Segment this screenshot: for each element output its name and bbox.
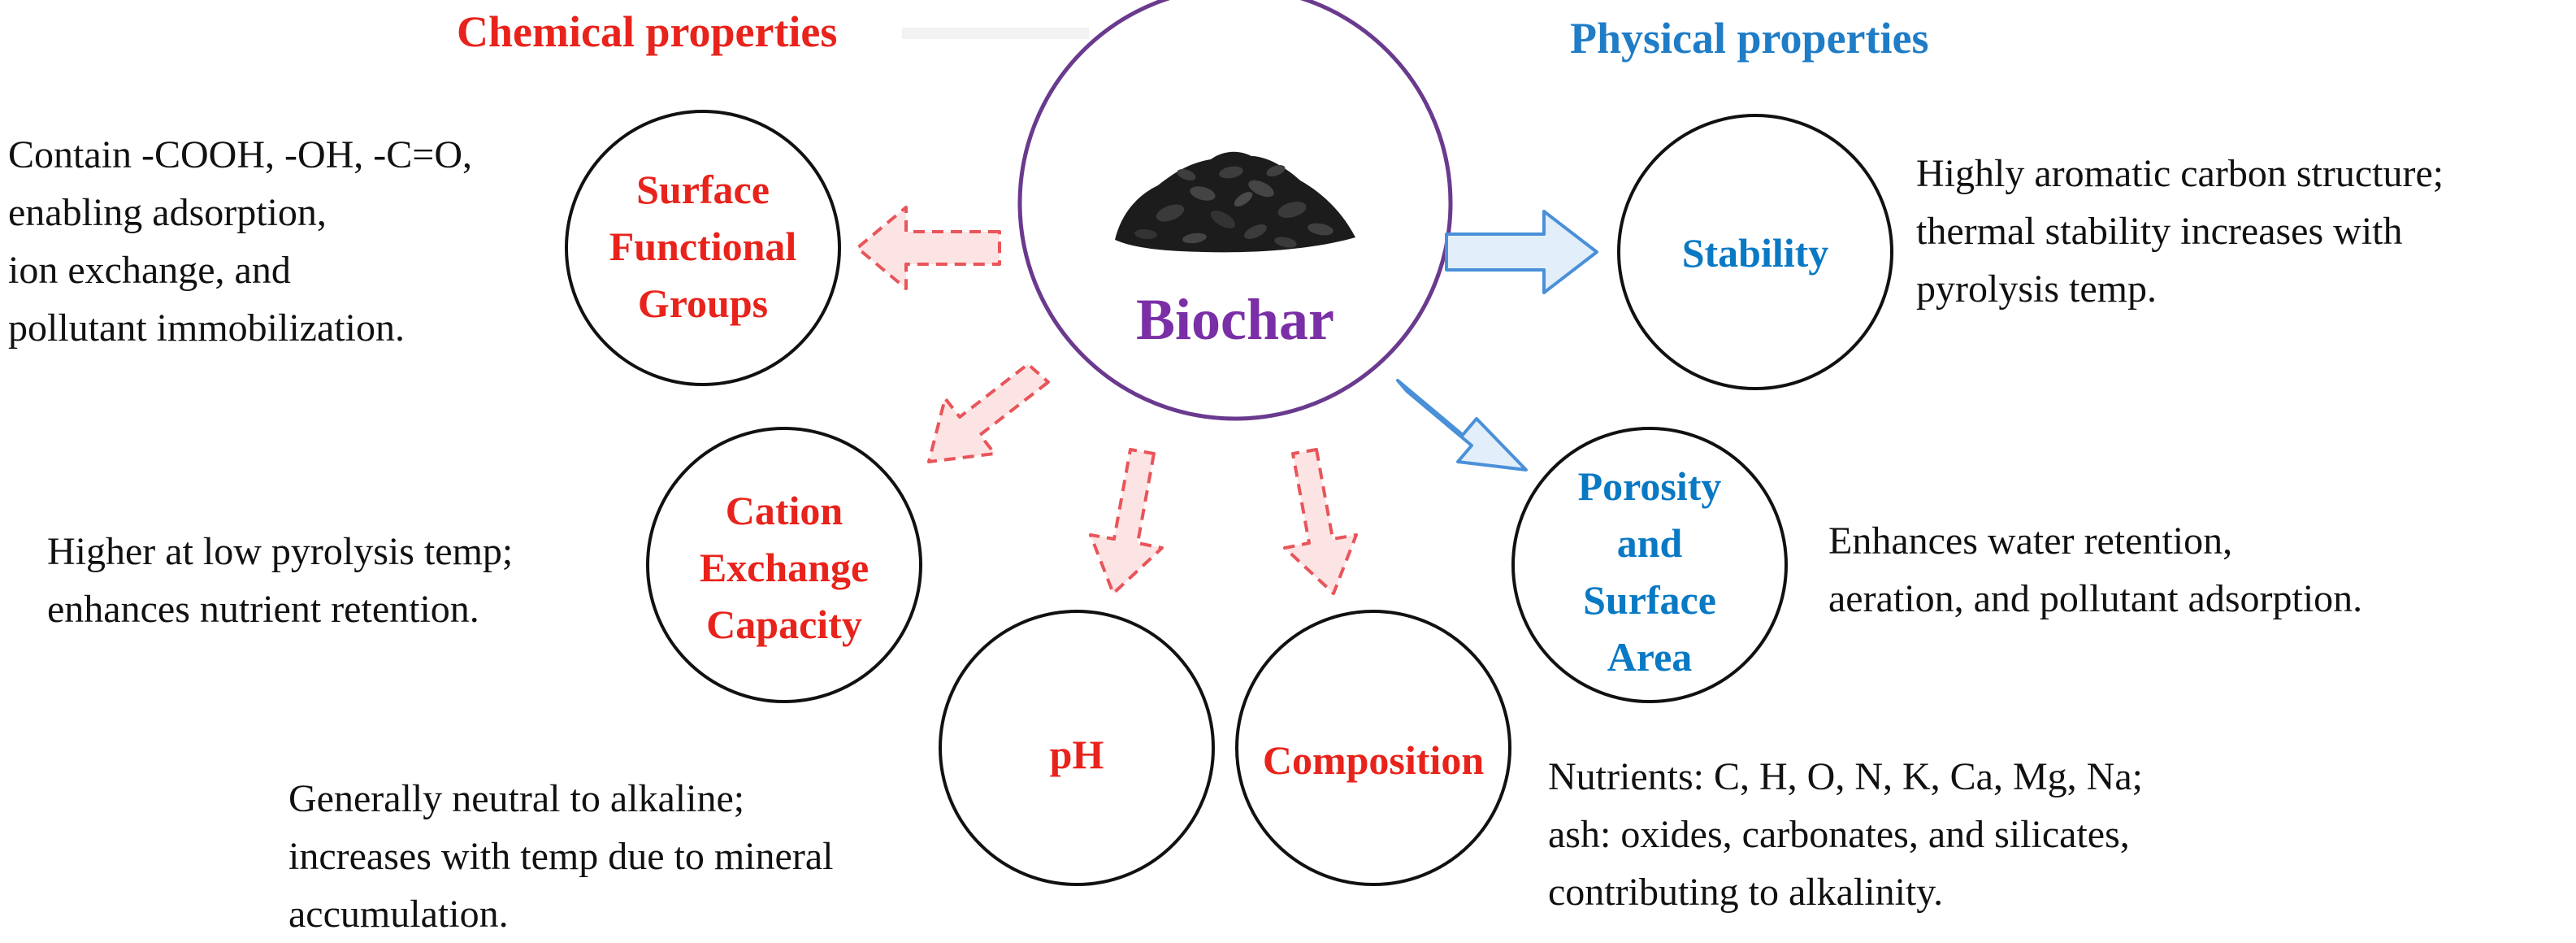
desc-line: Highly aromatic carbon structure; xyxy=(1916,152,2444,195)
arrow-to-porosity-surface-area xyxy=(1396,379,1528,472)
arrow-to-surface-functional-groups xyxy=(856,206,1001,290)
label-line: pH xyxy=(1049,732,1104,777)
arrow-to-stability xyxy=(1445,210,1598,294)
physical-properties-heading: Physical properties xyxy=(1570,14,1929,63)
desc-line: increases with temp due to mineral xyxy=(288,835,834,878)
label-line: Composition xyxy=(1262,737,1485,783)
desc-ph: Generally neutral to alkaline; increases… xyxy=(288,770,833,943)
arrow-to-cation-exchange-capacity xyxy=(927,363,1050,463)
label-line: Exchange xyxy=(699,545,870,590)
desc-line: pollutant immobilization. xyxy=(8,306,405,350)
circle-porosity-surface-area xyxy=(1511,427,1788,703)
arrow-to-ph xyxy=(1089,448,1164,595)
desc-cation-exchange-capacity: Higher at low pyrolysis temp; enhances n… xyxy=(47,523,513,638)
label-composition: Composition xyxy=(1243,732,1503,789)
label-line: Porosity xyxy=(1577,463,1722,509)
desc-line: Higher at low pyrolysis temp; xyxy=(47,530,514,573)
desc-porosity-surface-area: Enhances water retention, aeration, and … xyxy=(1828,512,2362,628)
desc-line: ash: oxides, carbonates, and silicates, xyxy=(1548,813,2130,856)
circle-composition xyxy=(1235,610,1511,886)
label-line: Capacity xyxy=(706,602,862,647)
label-line: Functional xyxy=(609,224,797,269)
label-line: Surface xyxy=(1583,577,1716,623)
desc-line: pyrolysis temp. xyxy=(1916,267,2157,311)
circle-stability xyxy=(1617,114,1893,390)
desc-line: ion exchange, and xyxy=(8,249,291,292)
label-ph: pH xyxy=(947,726,1207,783)
circle-surface-functional-groups xyxy=(565,110,841,386)
label-porosity-surface-area: Porosity and Surface Area xyxy=(1520,458,1780,685)
circle-cation-exchange-capacity xyxy=(646,427,922,703)
desc-line: Generally neutral to alkaline; xyxy=(288,777,745,820)
heading-shadow xyxy=(902,28,1089,39)
label-line: Groups xyxy=(637,280,769,326)
biochar-pile-icon xyxy=(1115,151,1355,253)
label-surface-functional-groups: Surface Functional Groups xyxy=(573,161,833,332)
desc-surface-functional-groups: Contain -COOH, -OH, -C=O, enabling adsor… xyxy=(8,126,472,357)
label-line: Surface xyxy=(636,167,770,212)
label-line: Area xyxy=(1607,634,1693,680)
desc-line: thermal stability increases with xyxy=(1916,210,2403,253)
arrow-to-composition xyxy=(1283,448,1358,595)
desc-line: Nutrients: C, H, O, N, K, Ca, Mg, Na; xyxy=(1548,755,2143,798)
label-line: and xyxy=(1616,520,1683,566)
label-cation-exchange-capacity: Cation Exchange Capacity xyxy=(654,482,914,653)
chemical-properties-heading: Chemical properties xyxy=(457,7,838,56)
label-stability: Stability xyxy=(1625,224,1885,281)
desc-line: contributing to alkalinity. xyxy=(1548,871,1944,914)
biochar-label: Biochar xyxy=(1136,287,1334,352)
desc-line: accumulation. xyxy=(288,893,509,936)
label-line: Stability xyxy=(1681,230,1829,276)
desc-line: Enhances water retention, xyxy=(1828,519,2233,563)
label-line: Cation xyxy=(725,488,843,533)
circle-ph xyxy=(939,610,1215,886)
desc-stability: Highly aromatic carbon structure; therma… xyxy=(1916,145,2444,318)
desc-line: aeration, and pollutant adsorption. xyxy=(1828,577,2363,620)
desc-composition: Nutrients: C, H, O, N, K, Ca, Mg, Na; as… xyxy=(1548,748,2143,921)
desc-line: enabling adsorption, xyxy=(8,191,327,234)
desc-line: Contain -COOH, -OH, -C=O, xyxy=(8,133,473,176)
desc-line: enhances nutrient retention. xyxy=(47,588,479,631)
